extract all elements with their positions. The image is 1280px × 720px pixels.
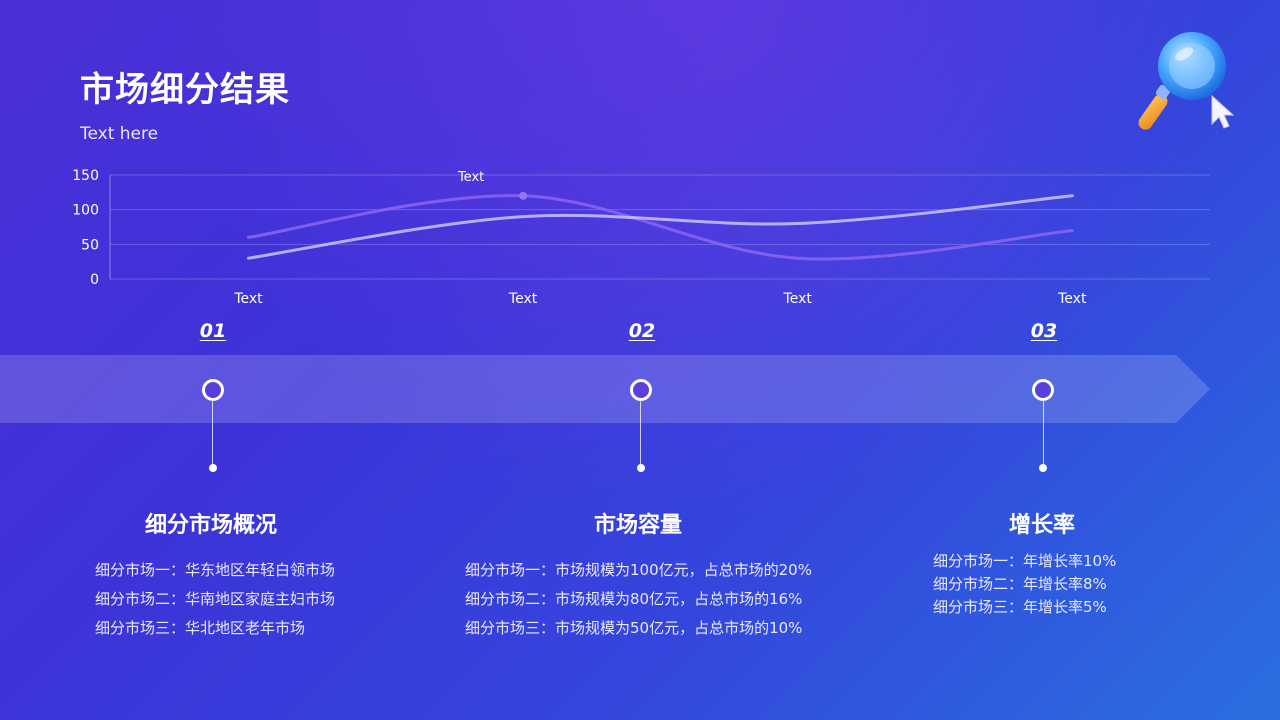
step-number-2: 02 bbox=[628, 320, 656, 342]
y-tick-label: 100 bbox=[72, 203, 99, 219]
detail-line: 细分市场一：市场规模为100亿元，占总市场的20% bbox=[465, 561, 812, 579]
timeline-node-3 bbox=[1032, 379, 1054, 401]
step-number-1: 01 bbox=[199, 320, 227, 342]
detail-line: 细分市场三：华北地区老年市场 bbox=[95, 619, 306, 637]
y-tick-label: 0 bbox=[90, 272, 99, 288]
timeline-node-1 bbox=[202, 379, 224, 401]
step-heading-1: 细分市场概况 bbox=[144, 513, 277, 538]
detail-line: 细分市场一：年增长率10% bbox=[933, 552, 1117, 570]
detail-line: 细分市场三：市场规模为50亿元，占总市场的10% bbox=[465, 619, 803, 637]
step-number-3: 03 bbox=[1030, 320, 1058, 342]
timeline-dot-1 bbox=[209, 464, 217, 472]
cursor-icon bbox=[1211, 94, 1235, 129]
timeline-arrow-band bbox=[0, 355, 1210, 423]
step-heading-3: 增长率 bbox=[1008, 513, 1075, 538]
magnifier-cursor-icon bbox=[1138, 32, 1235, 130]
timeline-dot-2 bbox=[637, 464, 645, 472]
step-details-1: 细分市场一：华东地区年轻白领市场 细分市场二：华南地区家庭主妇市场 细分市场三：… bbox=[95, 556, 335, 643]
detail-line: 细分市场一：华东地区年轻白领市场 bbox=[95, 561, 336, 579]
data-point-marker bbox=[519, 191, 528, 200]
timeline-dot-3 bbox=[1039, 464, 1047, 472]
x-tick-label: Text bbox=[233, 291, 263, 307]
page-title: 市场细分结果 bbox=[80, 70, 290, 110]
page-subtitle: Text here bbox=[80, 124, 159, 144]
data-label: Text bbox=[457, 170, 484, 185]
timeline-node-2 bbox=[630, 379, 652, 401]
detail-line: 细分市场三：年增长率5% bbox=[933, 598, 1107, 616]
timeline-stem-3 bbox=[1043, 401, 1044, 465]
series-line-1 bbox=[247, 194, 1074, 260]
x-tick-label: Text bbox=[1057, 291, 1087, 307]
x-tick-label: Text bbox=[783, 291, 813, 307]
step-details-2: 细分市场一：市场规模为100亿元，占总市场的20% 细分市场二：市场规模为80亿… bbox=[465, 556, 812, 643]
series-line-2 bbox=[247, 194, 1074, 261]
timeline-stem-2 bbox=[640, 401, 641, 465]
step-heading-2: 市场容量 bbox=[593, 513, 682, 538]
detail-line: 细分市场二：市场规模为80亿元，占总市场的16% bbox=[465, 590, 803, 608]
timeline-stem-1 bbox=[212, 401, 213, 465]
detail-line: 细分市场二：华南地区家庭主妇市场 bbox=[95, 590, 336, 608]
step-details-3: 细分市场一：年增长率10% 细分市场二：年增长率8% 细分市场三：年增长率5% bbox=[933, 550, 1116, 619]
x-tick-label: Text bbox=[508, 291, 538, 307]
magnifier-handle bbox=[1138, 84, 1171, 130]
detail-line: 细分市场二：年增长率8% bbox=[933, 575, 1107, 593]
y-tick-label: 150 bbox=[72, 168, 99, 184]
y-tick-label: 50 bbox=[81, 237, 99, 253]
